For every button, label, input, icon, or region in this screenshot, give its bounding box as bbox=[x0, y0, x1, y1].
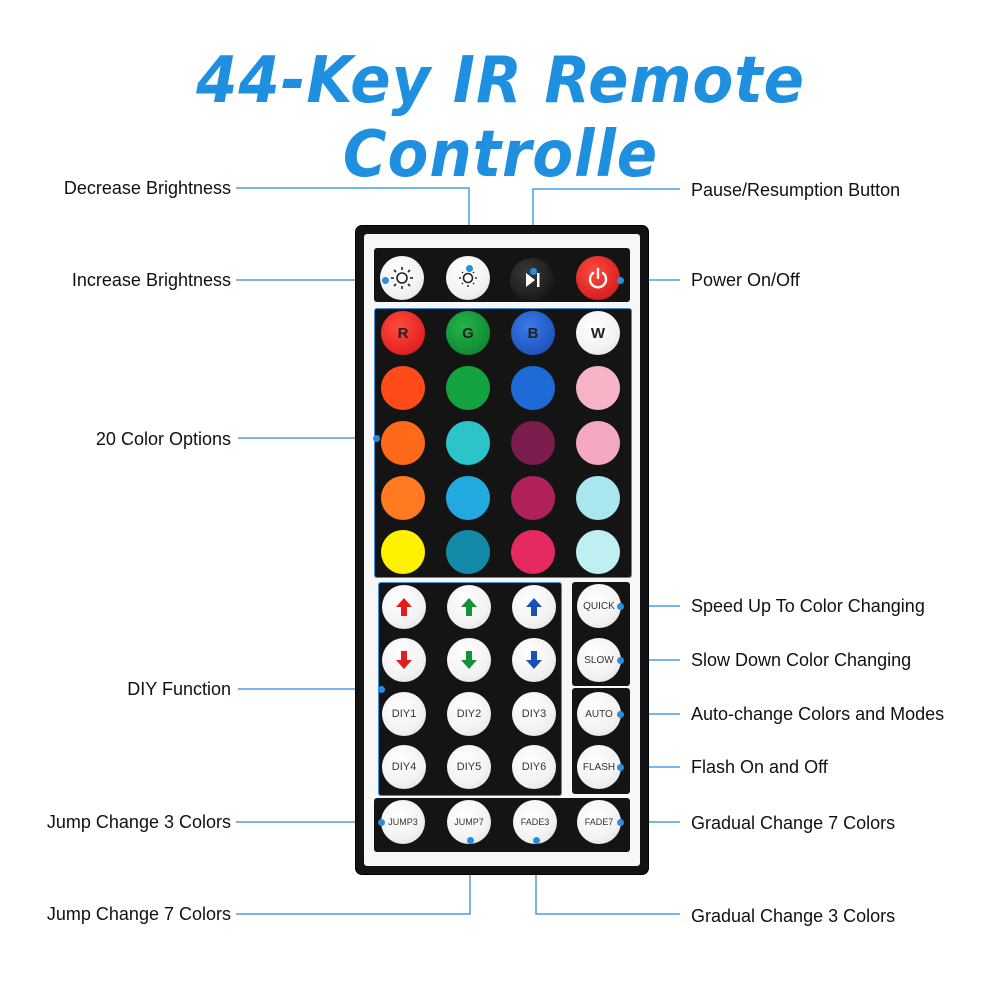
callout-dot bbox=[382, 277, 389, 284]
fade7-button[interactable]: FADE7 bbox=[577, 800, 621, 844]
label-auto-change: Auto-change Colors and Modes bbox=[691, 704, 945, 724]
diy3-button[interactable]: DIY3 bbox=[512, 692, 556, 736]
fade7-label: FADE7 bbox=[584, 817, 614, 827]
power-button[interactable] bbox=[576, 256, 620, 300]
label-jump3: Jump Change 3 Colors bbox=[46, 812, 231, 832]
white-button[interactable]: W bbox=[576, 311, 620, 355]
callout-dot bbox=[617, 603, 624, 610]
slow-label: SLOW bbox=[584, 654, 614, 666]
brightness-down-button[interactable] bbox=[446, 256, 490, 300]
diy6-label: DIY6 bbox=[521, 761, 547, 773]
label-color-options: 20 Color Options bbox=[95, 429, 231, 449]
callout-dot bbox=[617, 657, 624, 664]
label-pause-resumption: Pause/Resumption Button bbox=[691, 180, 901, 200]
color-button[interactable] bbox=[381, 421, 425, 465]
label-speed-up: Speed Up To Color Changing bbox=[691, 596, 925, 616]
red-up-button[interactable] bbox=[382, 585, 426, 629]
label-flash: Flash On and Off bbox=[691, 757, 828, 777]
callout-dot bbox=[467, 837, 474, 844]
diy5-label: DIY5 bbox=[456, 761, 482, 773]
color-button[interactable] bbox=[511, 366, 555, 410]
label-jump7: Jump Change 7 Colors bbox=[46, 904, 231, 924]
diy4-label: DIY4 bbox=[391, 761, 417, 773]
callout-dot bbox=[378, 819, 385, 826]
color-button[interactable] bbox=[511, 476, 555, 520]
diy2-button[interactable]: DIY2 bbox=[447, 692, 491, 736]
blue-button[interactable]: B bbox=[511, 311, 555, 355]
jump7-button[interactable]: JUMP7 bbox=[447, 800, 491, 844]
label-fade7: Gradual Change 7 Colors bbox=[691, 813, 896, 833]
fade3-label: FADE3 bbox=[520, 817, 550, 827]
green-label: G bbox=[462, 324, 474, 342]
diy3-label: DIY3 bbox=[521, 708, 547, 720]
label-fade3: Gradual Change 3 Colors bbox=[691, 906, 896, 926]
red-down-arrow-icon bbox=[396, 651, 412, 669]
color-button[interactable] bbox=[576, 530, 620, 574]
play-pause-icon bbox=[526, 273, 540, 287]
color-button[interactable] bbox=[446, 476, 490, 520]
brightness-up-icon bbox=[391, 267, 413, 289]
diy2-label: DIY2 bbox=[456, 708, 482, 720]
color-button[interactable] bbox=[446, 530, 490, 574]
callout-dot bbox=[617, 764, 624, 771]
blue-up-arrow-icon bbox=[526, 598, 542, 616]
play-pause-button[interactable] bbox=[510, 258, 554, 302]
label-power: Power On/Off bbox=[691, 270, 800, 290]
callout-dot bbox=[530, 268, 537, 275]
blue-label: B bbox=[527, 324, 539, 342]
color-button[interactable] bbox=[576, 476, 620, 520]
red-up-arrow-icon bbox=[396, 598, 412, 616]
quick-label: QUICK bbox=[583, 600, 615, 612]
slow-button[interactable]: SLOW bbox=[577, 638, 621, 682]
diy5-button[interactable]: DIY5 bbox=[447, 745, 491, 789]
label-slow-down: Slow Down Color Changing bbox=[691, 650, 912, 670]
jump3-label: JUMP3 bbox=[388, 817, 418, 827]
color-button[interactable] bbox=[576, 421, 620, 465]
blue-up-button[interactable] bbox=[512, 585, 556, 629]
power-icon bbox=[588, 267, 608, 289]
flash-button[interactable]: FLASH bbox=[577, 745, 621, 789]
blue-down-button[interactable] bbox=[512, 638, 556, 682]
callout-dot bbox=[373, 435, 380, 442]
callout-dot bbox=[617, 819, 624, 826]
color-button[interactable] bbox=[576, 366, 620, 410]
diy4-button[interactable]: DIY4 bbox=[382, 745, 426, 789]
blue-down-arrow-icon bbox=[526, 651, 542, 669]
green-button[interactable]: G bbox=[446, 311, 490, 355]
color-button[interactable] bbox=[511, 530, 555, 574]
page-title: 44-Key IR Remote Controlle bbox=[196, 44, 805, 192]
color-button[interactable] bbox=[381, 476, 425, 520]
diy6-button[interactable]: DIY6 bbox=[512, 745, 556, 789]
label-decrease-brightness: Decrease Brightness bbox=[63, 178, 231, 198]
fade3-button[interactable]: FADE3 bbox=[513, 800, 557, 844]
diy1-label: DIY1 bbox=[391, 708, 417, 720]
color-button[interactable] bbox=[446, 421, 490, 465]
jump3-button[interactable]: JUMP3 bbox=[381, 800, 425, 844]
white-label: W bbox=[590, 324, 606, 342]
label-increase-brightness: Increase Brightness bbox=[71, 270, 231, 290]
color-button[interactable] bbox=[381, 530, 425, 574]
callout-dot bbox=[617, 711, 624, 718]
green-up-button[interactable] bbox=[447, 585, 491, 629]
red-label: R bbox=[397, 324, 409, 342]
green-down-button[interactable] bbox=[447, 638, 491, 682]
auto-label: AUTO bbox=[585, 708, 613, 720]
color-button[interactable] bbox=[511, 421, 555, 465]
color-button[interactable] bbox=[381, 366, 425, 410]
red-button[interactable]: R bbox=[381, 311, 425, 355]
auto-button[interactable]: AUTO bbox=[577, 692, 621, 736]
diy1-button[interactable]: DIY1 bbox=[382, 692, 426, 736]
jump7-label: JUMP7 bbox=[454, 817, 484, 827]
label-diy-function: DIY Function bbox=[127, 679, 231, 699]
green-down-arrow-icon bbox=[461, 651, 477, 669]
callout-dot bbox=[533, 837, 540, 844]
quick-button[interactable]: QUICK bbox=[577, 584, 621, 628]
red-down-button[interactable] bbox=[382, 638, 426, 682]
callout-dot bbox=[617, 277, 624, 284]
color-button[interactable] bbox=[446, 366, 490, 410]
callout-dot bbox=[378, 686, 385, 693]
flash-label: FLASH bbox=[582, 761, 616, 773]
callout-dot bbox=[466, 265, 473, 272]
green-up-arrow-icon bbox=[461, 598, 477, 616]
